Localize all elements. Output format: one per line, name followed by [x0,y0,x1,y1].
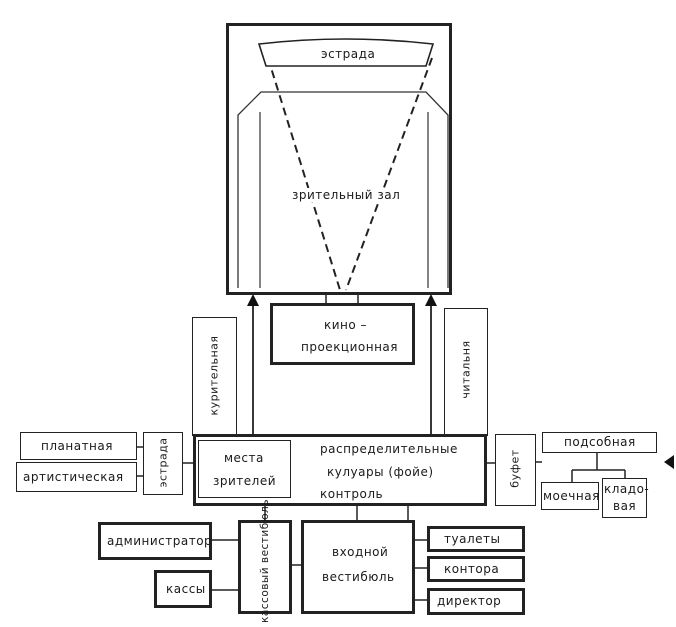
projection-label-1: кино – [324,318,368,332]
seats-label-1: места [224,451,264,465]
storage-label-2: вая [613,499,637,513]
office-label: контора [444,562,500,576]
foyer-label-1: распределительные [320,442,458,456]
side-stage-box [143,432,183,495]
cashier-lobby-box [238,520,292,614]
toilets-label: туалеты [444,532,501,546]
seats-box [198,440,291,498]
office-box [427,556,525,582]
smoking-room-box [192,317,237,436]
utility-room-box [542,432,657,453]
service-entry-arrow [664,455,674,469]
storage-box [602,478,647,518]
artist-room-label: артистическая [23,470,124,484]
cashier-lobby-label: кассовый вестибюль [259,499,271,623]
toilets-box [427,526,525,552]
director-label: директор [437,594,502,608]
entrance-lobby-box [301,520,415,614]
auditorium-box [226,23,452,295]
hall-label: зрительный зал [290,188,403,202]
hall-inner-outline [237,91,449,288]
projection-label-2: проекционная [301,340,399,354]
smoking-room-label: курительная [207,335,221,416]
buffet-box [495,434,536,506]
utility-room-label: подсобная [564,435,636,449]
entrance-lobby-label-1: входной [332,545,389,559]
foyer-label-2: кулуары (фойе) [327,465,434,479]
projection-room-box [270,303,415,365]
storage-label-1: кладо- [604,482,650,496]
arrow-right-head [425,294,437,306]
seats-label-2: зрителей [213,474,277,488]
administrator-box [98,522,212,560]
entrance-lobby-label-2: вестибюль [322,570,395,584]
tickets-label: кассы [166,582,206,596]
plan-room-label: планатная [41,439,113,453]
washroom-label: моечная [543,489,600,503]
arrow-left-head [247,294,259,306]
side-stage-label: эстрада [156,437,170,488]
stage-label: эстрада [321,47,376,61]
projection-ray-left [267,57,341,291]
buffet-label: буфет [508,449,522,488]
control-label: контроль [320,487,384,501]
administrator-label: администратор [107,534,213,548]
reading-room-box [444,308,488,436]
director-box [427,588,525,615]
plan-room-box [20,432,137,460]
reading-room-label: читальня [459,340,473,399]
artist-room-box [16,462,137,492]
washroom-box [541,482,599,510]
projection-ray-right [345,57,433,291]
tickets-box [154,570,212,608]
